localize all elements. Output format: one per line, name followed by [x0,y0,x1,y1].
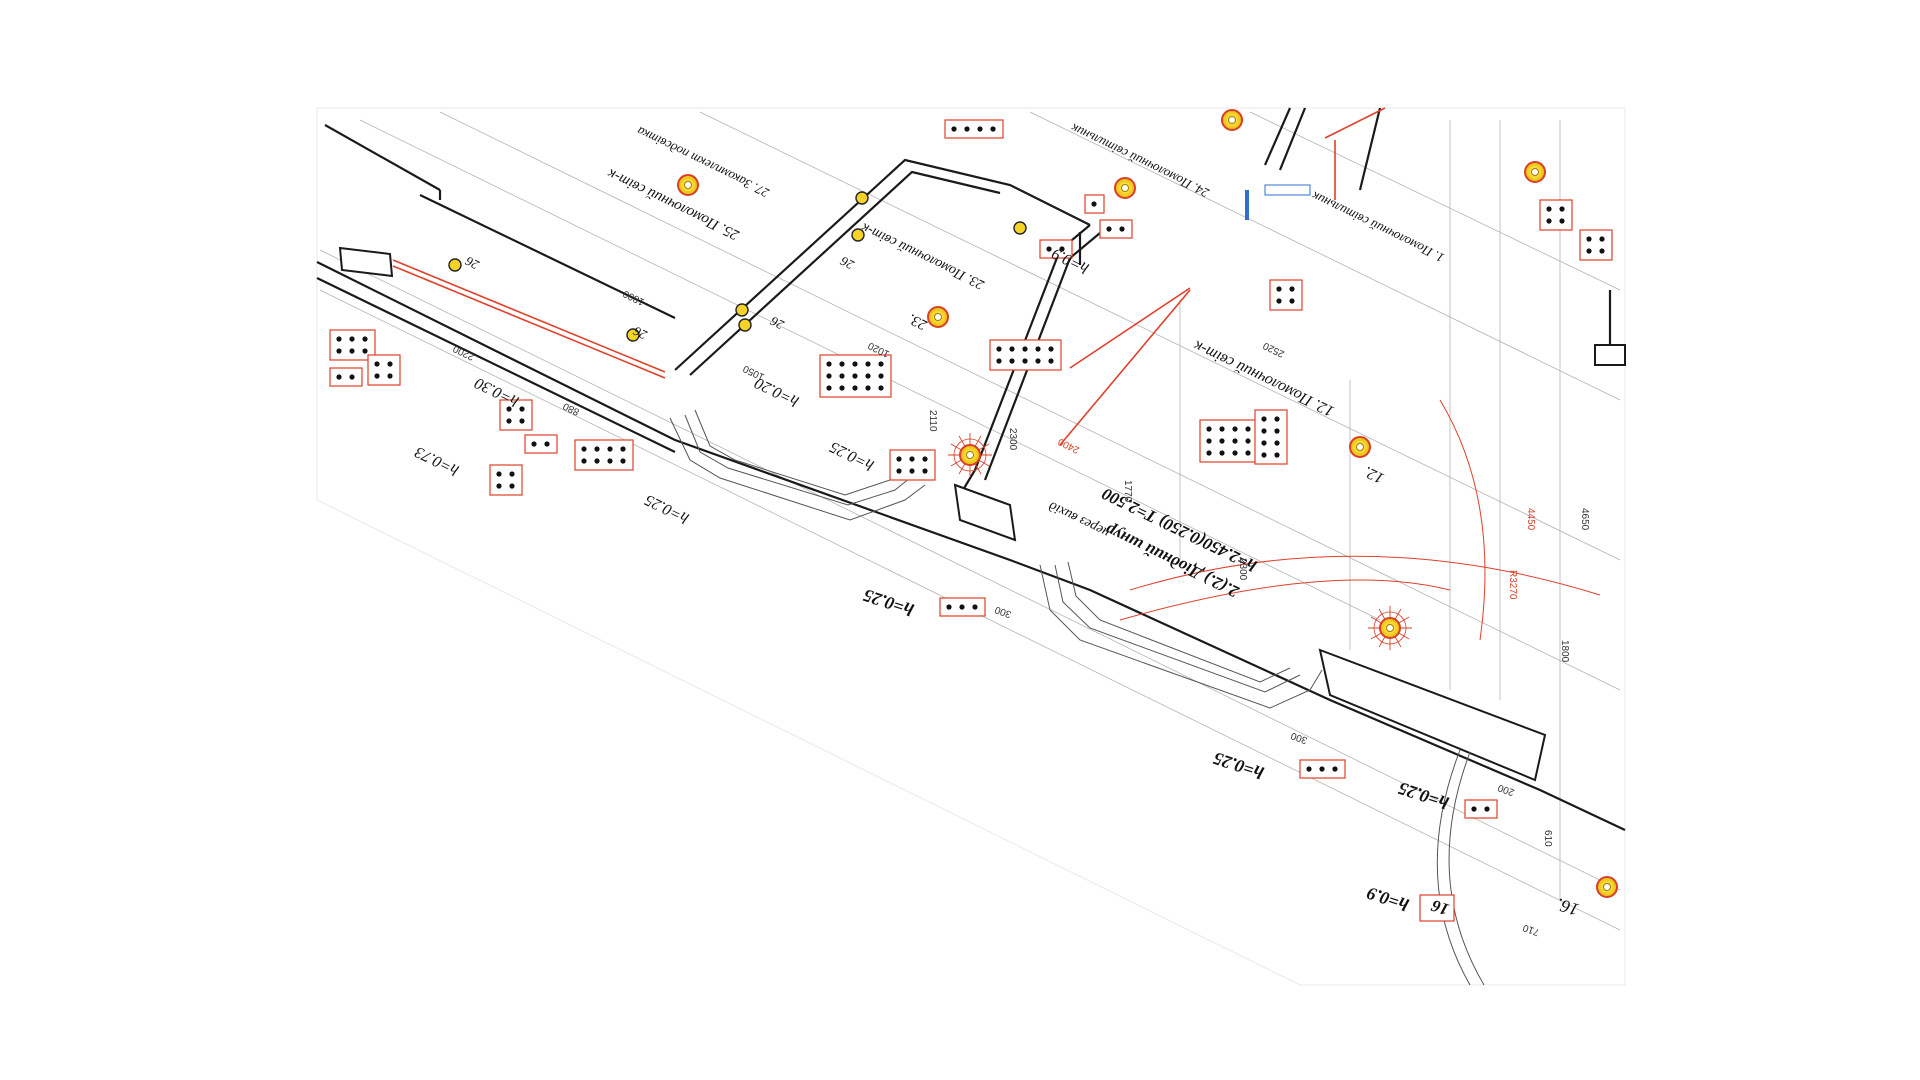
socket-box-icon [819,354,892,398]
socket-box-icon [367,354,401,386]
spot-lamp-icon [738,318,752,332]
dim-2300: 2300 [1007,428,1018,451]
socket-box-icon [989,339,1062,371]
socket-box-icon [1039,239,1073,259]
socket-box-icon [944,119,1004,139]
ceiling-lamp-icon [1349,436,1371,458]
spot-lamp-icon [1013,221,1027,235]
dim-4650: 4650 [1579,508,1590,531]
bay-window-left [669,409,926,521]
ceiling-lamp-icon [1221,109,1243,131]
socket-box-icon [574,439,634,471]
socket-box-icon [1254,409,1288,465]
socket-box-icon [1299,759,1346,779]
ceiling-lamp-icon [1114,177,1136,199]
lamps [448,109,1618,898]
socket-box-icon [939,597,986,617]
spot-lamp-icon [626,328,640,342]
spot-lamp-icon [851,228,865,242]
socket-box-icon [1099,219,1133,239]
dim-4450: 4450 [1525,508,1536,531]
spot-lamp-icon [855,191,869,205]
socket-box-icon [499,399,533,431]
dim-2300-b: 2300 [1237,558,1248,581]
socket-box-icon [1464,799,1498,819]
spot-lamp-icon [735,303,749,317]
ceiling-lamp-icon [927,306,949,328]
dim-2110: 2110 [927,410,938,432]
socket-box-icon [1579,229,1613,261]
socket-box-icon [1539,199,1573,231]
dim-1770: 1770 [1122,480,1133,503]
socket-box-icon [524,434,558,454]
ceiling-lamp-icon [948,433,992,477]
socket-box-icon [1084,194,1105,214]
dim-1800: 1800 [1559,640,1570,663]
door-arc [1436,749,1485,986]
ceiling-lamp-icon [1596,876,1618,898]
socket-box-icon [1269,279,1303,311]
dim-610: 610 [1542,830,1553,847]
box-16-text: 16 [1429,896,1452,919]
box-16: 16 [1419,894,1455,922]
dim-r3270: R3270 [1507,570,1518,600]
socket-box-icon [489,464,523,496]
n-23-label: 23. [906,310,930,333]
ceiling-lamp-icon [1368,606,1412,650]
spot-lamp-icon [448,258,462,272]
socket-box-icon [329,367,363,387]
blue-marks [1245,184,1311,220]
ceiling-lamp-icon [1524,161,1546,183]
bay-window-right [1039,561,1323,709]
socket-box-icon [889,449,936,481]
guide-lines [319,111,1621,931]
red-wiring [392,107,1601,641]
ceiling-lamp-icon [677,174,699,196]
socket-boxes [329,119,1613,819]
wall-blocks [338,246,1626,782]
